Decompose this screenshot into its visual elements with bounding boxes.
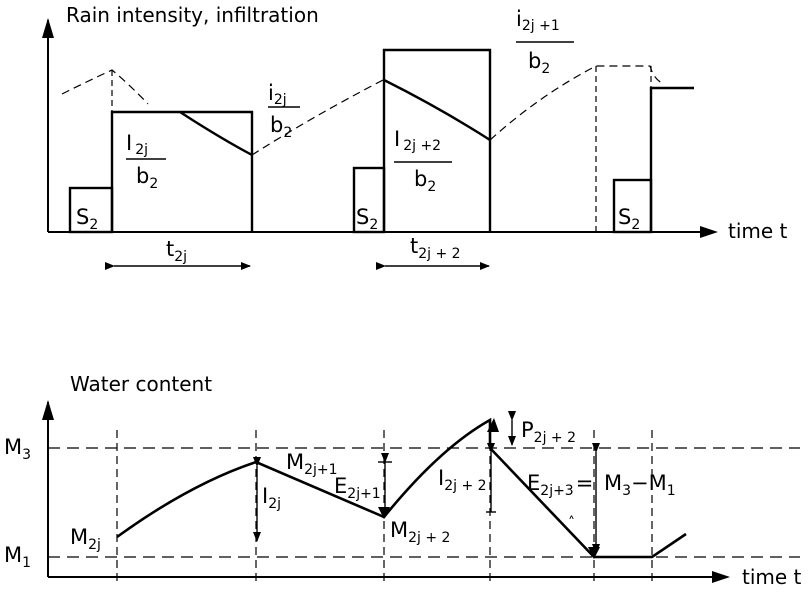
label-P-2j2: P2j + 2 xyxy=(521,418,576,446)
svg-text:i2j: i2j xyxy=(268,81,287,108)
svg-text:b2: b2 xyxy=(528,49,550,77)
label-I-2j: I2j xyxy=(262,484,281,512)
small-mark: ˄ xyxy=(568,515,575,531)
top-x-label: time t xyxy=(728,219,788,243)
bottom-x-label: time t xyxy=(742,565,802,589)
potential-curve-3 xyxy=(489,65,665,141)
level-M1-label: M1 xyxy=(4,543,31,571)
rain-block-2 xyxy=(382,48,492,232)
svg-text:I2j +2: I2j +2 xyxy=(394,127,441,154)
top-x-axis-arrow xyxy=(700,226,718,238)
label-E-2j1: E2j+1 xyxy=(334,474,381,502)
rain-block-1 xyxy=(110,110,254,232)
bottom-y-axis-arrow xyxy=(42,400,54,420)
curve-trough-arrow xyxy=(378,507,390,519)
label-M-2j1: M2j+1 xyxy=(286,450,338,478)
rain-block-3 xyxy=(649,86,694,232)
top-title: Rain intensity, infiltration xyxy=(66,3,319,27)
duration-label-2j2: t2j + 2 xyxy=(410,234,461,262)
bottom-title: Water content xyxy=(70,372,212,396)
storage-label-2: S2 xyxy=(356,205,378,233)
label-M-2j: M2j xyxy=(70,525,101,553)
level-M3-label: M3 xyxy=(4,435,31,463)
svg-text:b2: b2 xyxy=(270,113,292,141)
curve-peak-arrow xyxy=(487,418,499,432)
svg-text:I2j: I2j xyxy=(126,131,148,158)
top-panel: Rain intensity, infiltration time t S2 S… xyxy=(42,3,788,270)
potential-curve-1 xyxy=(61,69,149,105)
label-M-2j2: M2j + 2 xyxy=(390,518,450,546)
fraction-i-2j-plus-1: i2j +1 b2 xyxy=(516,7,574,77)
infiltration-decay-2 xyxy=(383,78,491,142)
svg-text:b2: b2 xyxy=(414,167,436,195)
fraction-i-2j: i2j b2 xyxy=(268,81,300,141)
infiltration-decay-1 xyxy=(179,110,253,157)
label-M3-minus-M1: M3−M1 xyxy=(604,471,676,499)
bottom-x-axis-arrow xyxy=(712,571,730,583)
potential-curve-2 xyxy=(251,79,384,156)
water-content-curve xyxy=(116,417,687,559)
svg-text:b2: b2 xyxy=(136,164,158,192)
storage-label-1: S2 xyxy=(76,205,98,233)
top-y-axis-arrow xyxy=(42,18,54,38)
label-E-2j3: E2j+3= xyxy=(527,471,593,499)
svg-text:i2j +1: i2j +1 xyxy=(516,7,560,34)
duration-label-2j: t2j xyxy=(166,237,187,265)
bottom-panel: Water content time t M3 M1 ˄ I2j xyxy=(4,372,802,589)
storage-label-3: S2 xyxy=(618,205,640,233)
label-I-2j2: I2j + 2 xyxy=(438,466,487,494)
